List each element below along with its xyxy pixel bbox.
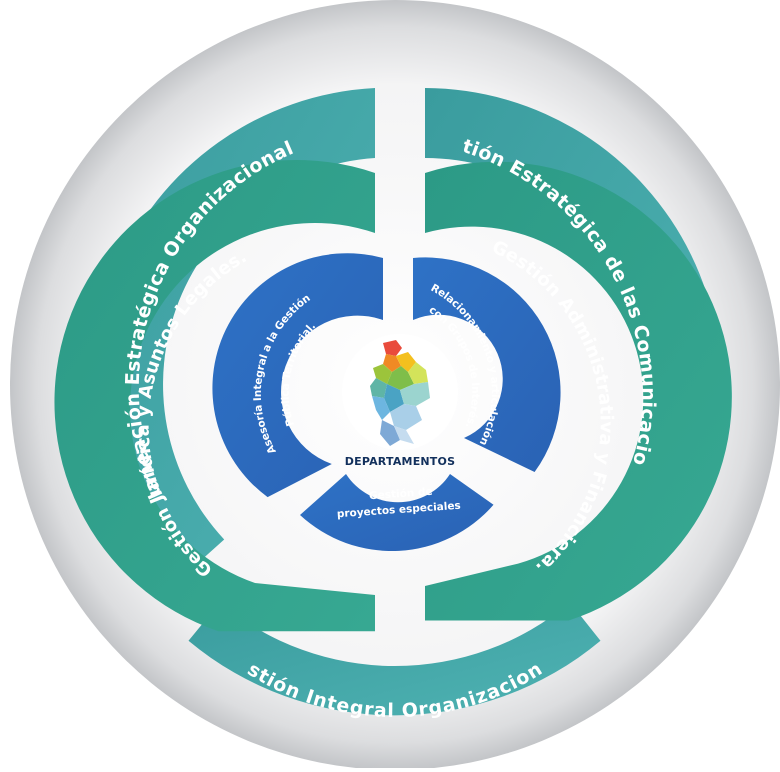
middle-segment-right bbox=[425, 161, 732, 621]
inner-segment-bottom bbox=[300, 474, 494, 552]
inner-segment-right bbox=[413, 257, 561, 472]
outer-segment-bottom bbox=[188, 602, 601, 716]
inner-label-bottom-line1: Gestión de bbox=[369, 486, 433, 502]
inner-segment-left bbox=[212, 253, 383, 498]
colombia-map-icon bbox=[370, 340, 430, 446]
middle-segment-left bbox=[54, 159, 375, 632]
center-label: DEPARTAMENTOS bbox=[345, 455, 455, 468]
